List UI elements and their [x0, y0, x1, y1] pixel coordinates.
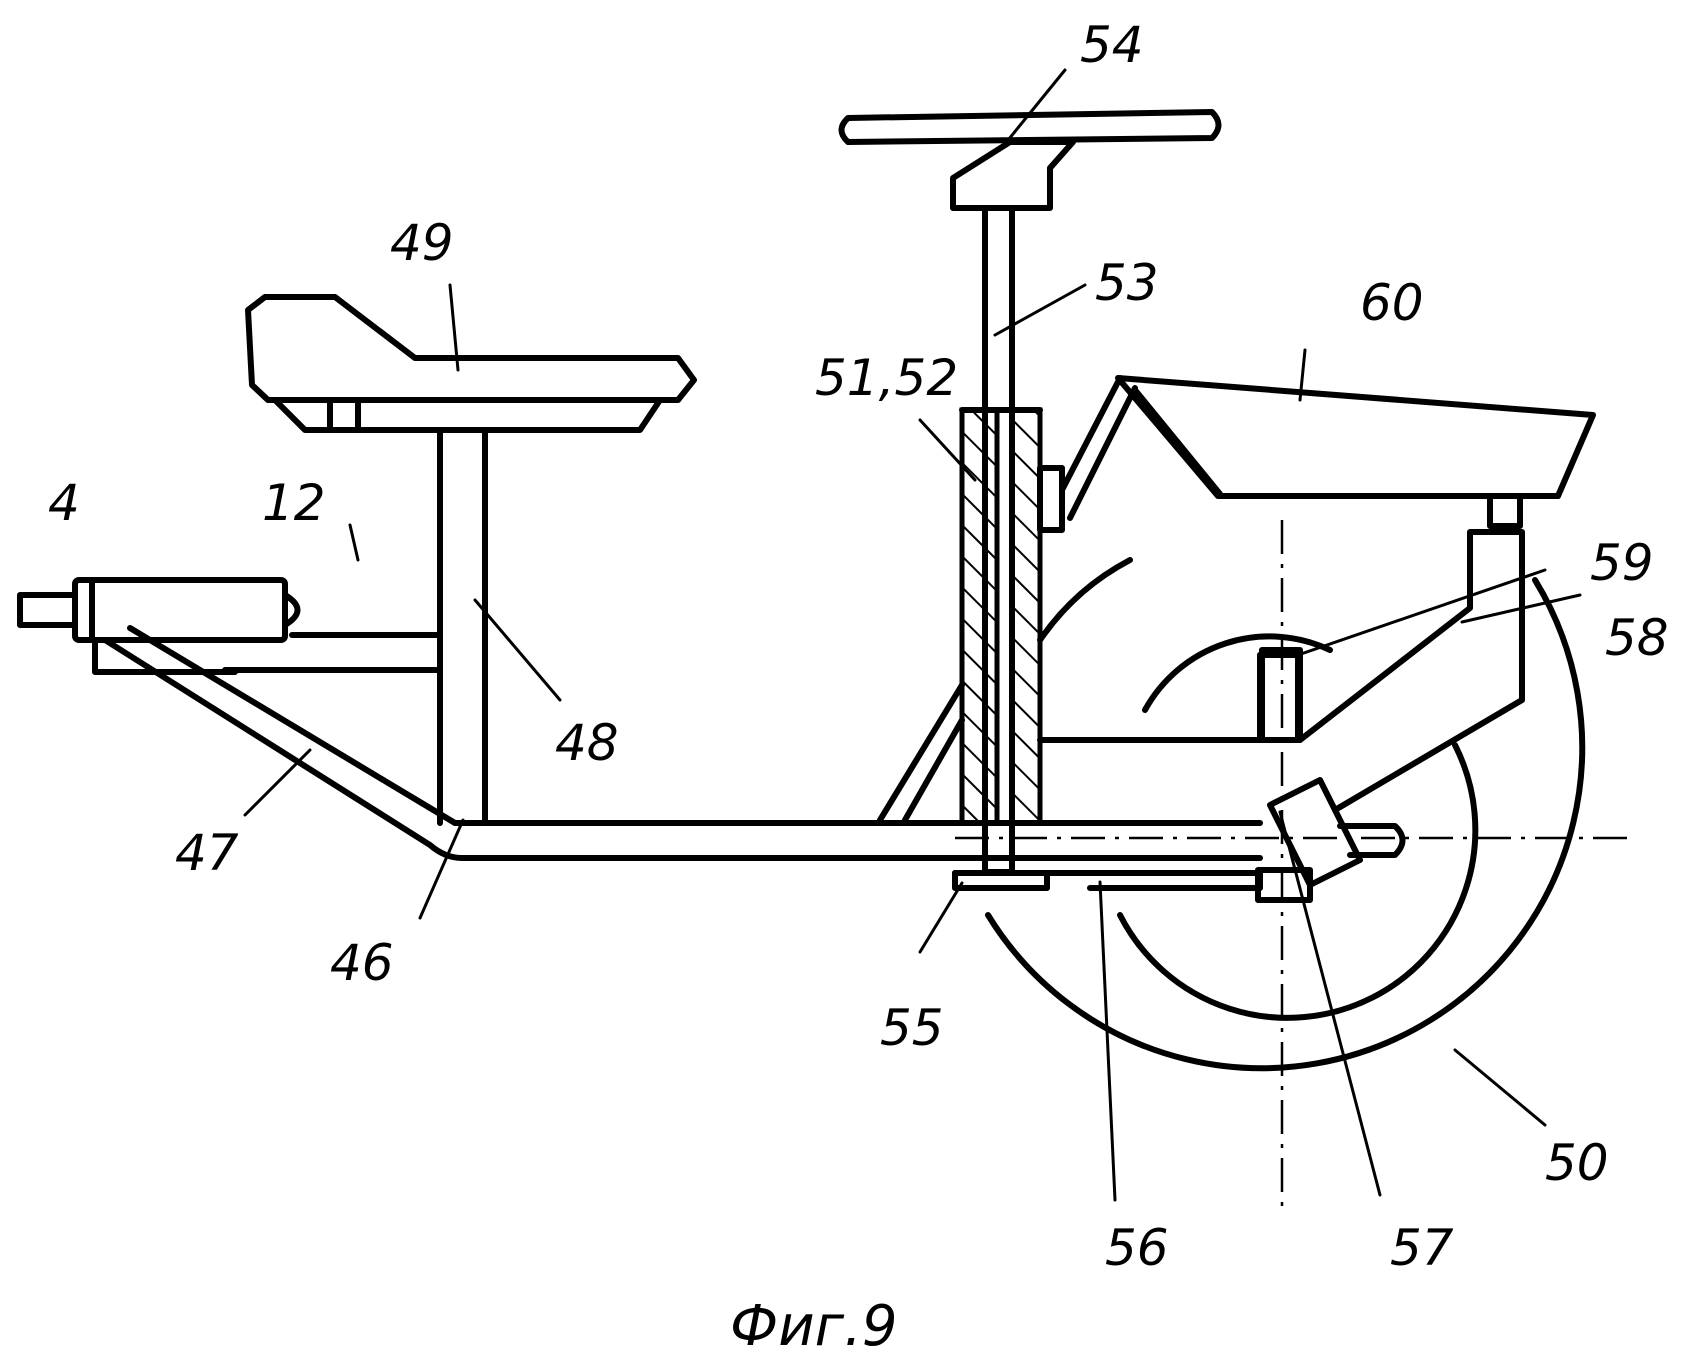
wheel-center-axes — [955, 520, 1635, 1215]
seat-49 — [245, 294, 697, 433]
seat-post-48 — [437, 427, 488, 826]
label-47: 47 — [175, 824, 239, 882]
support-brace — [877, 682, 965, 823]
steering-wheel-54 — [838, 109, 1222, 211]
element-57 — [1255, 777, 1406, 903]
column-51-52 — [959, 407, 1043, 826]
wheel-50 — [985, 557, 1586, 1072]
label-50: 50 — [1545, 1134, 1609, 1192]
label-48: 48 — [555, 714, 619, 772]
bin-60 — [1115, 375, 1596, 499]
label-12: 12 — [262, 474, 326, 532]
leader-lines — [243, 68, 1582, 1202]
label-60: 60 — [1360, 274, 1424, 332]
label-53: 53 — [1095, 254, 1159, 312]
label-56: 56 — [1105, 1219, 1169, 1277]
element-59 — [1259, 647, 1301, 743]
label-57: 57 — [1390, 1219, 1454, 1277]
unit-4 — [17, 577, 301, 675]
plate-55-56 — [952, 870, 1263, 891]
label-51-52: 51,52 — [815, 349, 958, 407]
rod-12 — [222, 632, 443, 673]
label-59: 59 — [1590, 534, 1654, 592]
figure-caption: Фиг.9 — [730, 1294, 897, 1359]
reference-labels: 54 49 53 60 51,52 4 12 59 58 48 47 46 55… — [48, 16, 1669, 1359]
label-49: 49 — [390, 214, 454, 272]
label-4: 4 — [48, 474, 80, 532]
label-54: 54 — [1080, 16, 1144, 74]
label-46: 46 — [330, 934, 394, 992]
bin-post — [1487, 493, 1523, 529]
label-55: 55 — [880, 999, 944, 1057]
label-58: 58 — [1605, 609, 1669, 667]
bin-linkage — [1037, 375, 1138, 533]
